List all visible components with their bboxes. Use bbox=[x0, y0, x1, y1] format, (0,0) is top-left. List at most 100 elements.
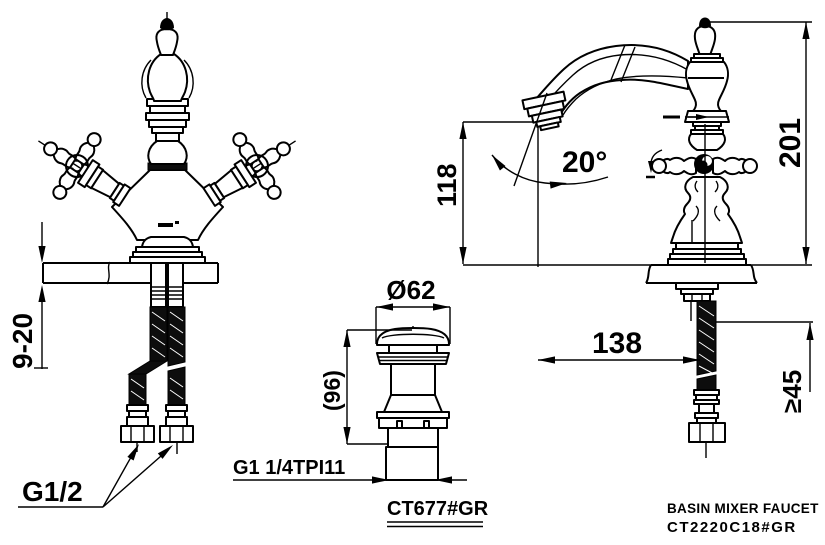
side-body-line bbox=[651, 158, 667, 174]
drain-diameter-dimension-line bbox=[376, 303, 393, 311]
drain-height-label: (96) bbox=[319, 370, 345, 411]
drain-assembly-line bbox=[423, 420, 430, 429]
drain-diameter-dimension: Ø62 bbox=[375, 275, 451, 344]
inlet-thread-callout-line bbox=[102, 449, 136, 508]
side-under-deck-line bbox=[683, 293, 711, 302]
front-supply-hoses bbox=[120, 306, 194, 454]
swivel-angle-label: 20° bbox=[562, 146, 607, 179]
front-left-handle-line bbox=[74, 132, 102, 166]
front-right-handle-line bbox=[202, 183, 222, 207]
drain-thread-label: G1 1/4TPI11 bbox=[233, 457, 345, 479]
front-right-handle bbox=[202, 132, 296, 207]
front-deck-line bbox=[106, 261, 111, 285]
spout-height-dimension-line bbox=[459, 247, 467, 264]
front-shanks bbox=[150, 261, 184, 308]
inlet-thread-callout: G1/2 bbox=[18, 444, 173, 508]
front-shanks-line bbox=[167, 261, 184, 308]
front-supply-hoses-line bbox=[169, 311, 184, 400]
deck-thickness-label: 9-20 bbox=[7, 313, 38, 369]
clearance-dimension-line bbox=[806, 323, 814, 340]
front-supply-hoses-line bbox=[167, 306, 186, 367]
side-body-line bbox=[692, 180, 721, 222]
side-under-deck-line bbox=[688, 422, 726, 443]
swivel-angle-dimension-line bbox=[549, 181, 567, 189]
side-body-line bbox=[712, 156, 748, 176]
side-body-line bbox=[693, 25, 717, 57]
spout-reach-dimension-line bbox=[683, 356, 700, 364]
side-body-line bbox=[667, 258, 747, 266]
side-under-deck-line bbox=[699, 423, 714, 458]
drain-model-label: CT677#GR bbox=[387, 498, 489, 520]
drain-thread-callout-line bbox=[435, 476, 452, 484]
swivel-direction-arrow bbox=[663, 114, 709, 120]
front-supply-hoses-line bbox=[169, 426, 184, 454]
spout-reach-dimension: 138 bbox=[538, 327, 700, 364]
swivel-angle-dimension-line bbox=[492, 155, 506, 171]
front-left-handle-line bbox=[52, 166, 80, 200]
side-spout-line bbox=[562, 75, 689, 116]
front-body-line bbox=[141, 59, 194, 99]
front-supply-hoses-line bbox=[126, 416, 149, 427]
front-right-handle-line-line bbox=[232, 132, 248, 148]
front-body-line bbox=[147, 140, 188, 165]
front-left-handle-line bbox=[112, 183, 132, 207]
drain-height-dimension-line bbox=[343, 330, 351, 347]
total-height-label: 201 bbox=[774, 118, 807, 168]
front-right-handle-line-line bbox=[266, 184, 282, 200]
side-under-deck bbox=[675, 282, 726, 458]
side-body-line bbox=[670, 176, 743, 244]
swivel-angle-dimension-line bbox=[513, 92, 548, 187]
side-body-line bbox=[698, 160, 708, 170]
spout-height-dimension-line bbox=[459, 122, 467, 139]
drain-assembly-line bbox=[390, 363, 436, 396]
front-body-line bbox=[141, 236, 194, 248]
spout-aerator-line bbox=[539, 121, 560, 132]
front-left-handle-line bbox=[43, 141, 77, 169]
clearance-label: ≥45 bbox=[777, 370, 807, 413]
drain-assembly-line bbox=[387, 427, 439, 448]
swivel-angle-dimension: 20° bbox=[491, 92, 609, 189]
front-left-handle bbox=[38, 132, 132, 207]
front-supply-hoses-line bbox=[159, 425, 194, 443]
drain-assembly-line bbox=[385, 446, 439, 481]
inlet-thread-callout-line bbox=[127, 444, 139, 461]
side-deck-line bbox=[645, 264, 758, 284]
side-view: 118 20° 201 138 ≥45 bbox=[432, 17, 814, 458]
spout-height-dimension: 118 bbox=[432, 122, 467, 264]
side-body-line bbox=[661, 156, 697, 176]
drain-assembly-line bbox=[388, 344, 438, 354]
drain-height-dimension-line bbox=[343, 427, 351, 444]
drain-assembly-line bbox=[381, 333, 445, 339]
front-left-handle-line-line bbox=[52, 184, 68, 200]
drain-height-dimension: (96) bbox=[319, 329, 412, 445]
swivel-direction-arrow-line bbox=[696, 114, 709, 120]
swivel-angle-dimension-line bbox=[491, 154, 609, 185]
front-finial bbox=[160, 18, 174, 31]
drain-diameter-dimension-line bbox=[433, 303, 450, 311]
side-under-deck-line bbox=[698, 403, 715, 414]
front-right-handle-line bbox=[254, 166, 282, 200]
total-height-dimension-line bbox=[802, 22, 810, 39]
front-right-handle-line-line bbox=[275, 141, 291, 157]
front-shanks-line bbox=[151, 286, 183, 300]
drain-diameter-label: Ø62 bbox=[386, 275, 435, 305]
inlet-thread-callout-line bbox=[157, 445, 173, 459]
product-name: BASIN MIXER FAUCET bbox=[667, 501, 819, 516]
drain-model-callout: CT677#GR bbox=[387, 498, 489, 528]
side-finial bbox=[699, 17, 711, 29]
title-block: BASIN MIXER FAUCET CT2220C18#GR bbox=[667, 501, 819, 536]
inlet-thread-label: G1/2 bbox=[22, 476, 83, 507]
front-left-handle-line-line bbox=[86, 132, 102, 148]
side-under-deck-line bbox=[698, 305, 715, 375]
front-left-handle-line-line bbox=[43, 141, 59, 157]
deck-thickness-dimension: 9-20 bbox=[7, 222, 48, 369]
front-body-line bbox=[149, 105, 186, 114]
drain-thread-callout: G1 1/4TPI11 bbox=[233, 457, 467, 484]
front-left-handle-line bbox=[71, 160, 83, 172]
total-height-dimension-line bbox=[802, 247, 810, 264]
front-supply-hoses-line bbox=[130, 311, 166, 401]
drain-assembly-line bbox=[376, 352, 450, 365]
front-supply-hoses-line bbox=[128, 373, 147, 406]
side-spout-line bbox=[546, 53, 689, 103]
